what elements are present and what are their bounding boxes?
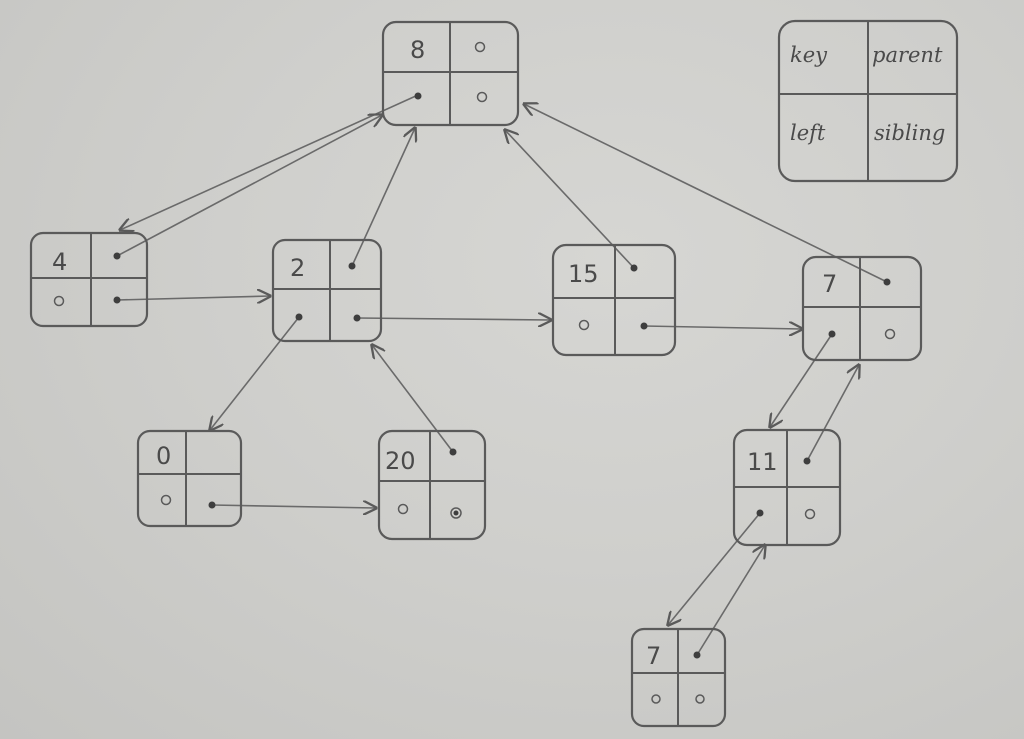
legend-box: key parent left sibling	[777, 19, 959, 183]
edge-7-parent-to-8	[524, 104, 888, 283]
node-4-sibling-pointer	[113, 296, 121, 304]
node-4-left-null	[53, 295, 65, 307]
node-15-parent-pointer	[630, 264, 638, 272]
node-8-left-pointer	[414, 92, 422, 100]
node-20-sibling-null	[450, 507, 462, 519]
edge-15-sibling-to-7	[643, 326, 802, 329]
node-7-bottom-parent-pointer	[693, 651, 701, 659]
node-7-bottom-sibling-null	[695, 694, 705, 704]
edge-2-left-to-0	[210, 316, 300, 430]
node-2-parent-pointer	[348, 262, 356, 270]
node-8-parent-null	[474, 41, 486, 53]
edge-2-parent-to-8	[351, 128, 415, 267]
edges	[116, 94, 888, 656]
edge-2-sibling-to-15	[356, 318, 551, 320]
node-11-parent-pointer	[803, 457, 811, 465]
edge-7-left-to-11	[770, 333, 833, 427]
node-2: 2	[271, 238, 383, 343]
legend-parent-label: parent	[872, 43, 943, 67]
edge-4-sibling-to-2	[116, 296, 270, 300]
node-7-sibling-null	[884, 328, 896, 340]
node-11-key: 11	[747, 448, 778, 476]
node-8: 8	[381, 20, 520, 127]
node-0: 0	[136, 429, 243, 528]
node-7-bottom-key: 7	[646, 642, 661, 670]
node-2-key: 2	[290, 254, 305, 282]
node-20: 20	[377, 429, 487, 541]
edge-8-left-to-4	[120, 94, 419, 230]
node-11: 11	[732, 428, 842, 547]
node-7-bottom: 7	[630, 627, 727, 728]
edge-11-parent-to-7	[806, 365, 859, 462]
node-11-sibling-null	[804, 508, 816, 520]
node-7-bottom-left-null	[651, 694, 661, 704]
node-2-sibling-pointer	[353, 314, 361, 322]
node-7-left-pointer	[828, 330, 836, 338]
node-20-key: 20	[385, 447, 416, 475]
edge-20-parent-to-2	[372, 345, 454, 453]
legend-left-label: left	[790, 121, 826, 145]
node-2-left-pointer	[295, 313, 303, 321]
node-8-sibling-null	[476, 91, 488, 103]
node-4-parent-pointer	[113, 252, 121, 260]
node-8-key: 8	[410, 36, 425, 64]
node-15: 15	[551, 243, 677, 357]
legend-sibling-label: sibling	[874, 121, 945, 145]
node-15-key: 15	[568, 260, 599, 288]
edge-7b-parent-to-11	[696, 545, 765, 656]
node-4: 4	[29, 231, 149, 328]
node-15-sibling-pointer	[640, 322, 648, 330]
edge-4-parent-to-8	[116, 115, 382, 257]
node-0-sibling-pointer	[208, 501, 216, 509]
node-20-parent-pointer	[449, 448, 457, 456]
node-4-key: 4	[52, 248, 67, 276]
node-0-key: 0	[156, 442, 171, 470]
node-11-left-pointer	[756, 509, 764, 517]
node-20-left-null	[397, 503, 409, 515]
edge-11-left-to-7b	[668, 512, 761, 625]
node-15-left-null	[578, 319, 590, 331]
node-7: 7	[801, 255, 923, 362]
legend-key-label: key	[790, 43, 828, 67]
edge-0-sibling-to-20	[211, 505, 376, 508]
node-7-parent-pointer	[883, 278, 891, 286]
node-0-left-null	[160, 494, 172, 506]
node-7-key: 7	[822, 270, 837, 298]
